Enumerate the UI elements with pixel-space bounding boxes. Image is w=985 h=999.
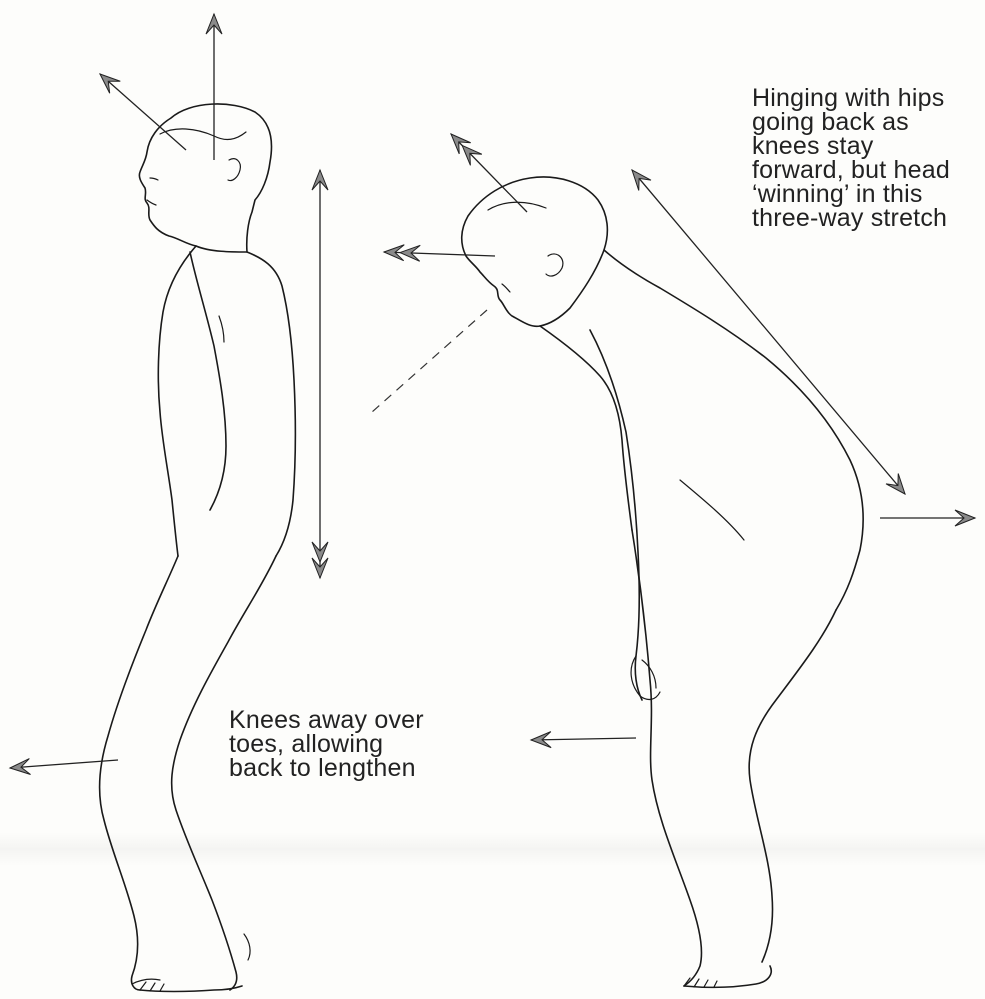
standing-figure: [100, 104, 296, 992]
hinging-caption-line: forward, but head: [752, 158, 950, 182]
knees-caption-line: Knees away over: [229, 708, 424, 732]
hinging-caption-line: ‘winning’ in this: [752, 182, 950, 206]
hinging-caption-line: three-way stretch: [752, 206, 950, 230]
hinging-caption-line: going back as: [752, 110, 950, 134]
back-stretch-arrow-head: [886, 474, 905, 494]
knees-caption-line: back to lengthen: [229, 756, 424, 780]
back-stretch-arrow-start-head: [632, 170, 651, 190]
hinging-caption-line: Hinging with hips: [752, 86, 950, 110]
chin-guide-dashed-line: [372, 310, 487, 412]
hinging-caption-line: knees stay: [752, 134, 950, 158]
hinging-figure: [462, 177, 863, 987]
hinging-caption: Hinging with hips going back as knees st…: [752, 86, 950, 230]
hinged-knee-forward-arrow: [531, 738, 636, 740]
head-forward-arrow: [100, 74, 186, 150]
knees-caption: Knees away over toes, allowing back to l…: [229, 708, 424, 780]
knees-caption-line: toes, allowing: [229, 732, 424, 756]
